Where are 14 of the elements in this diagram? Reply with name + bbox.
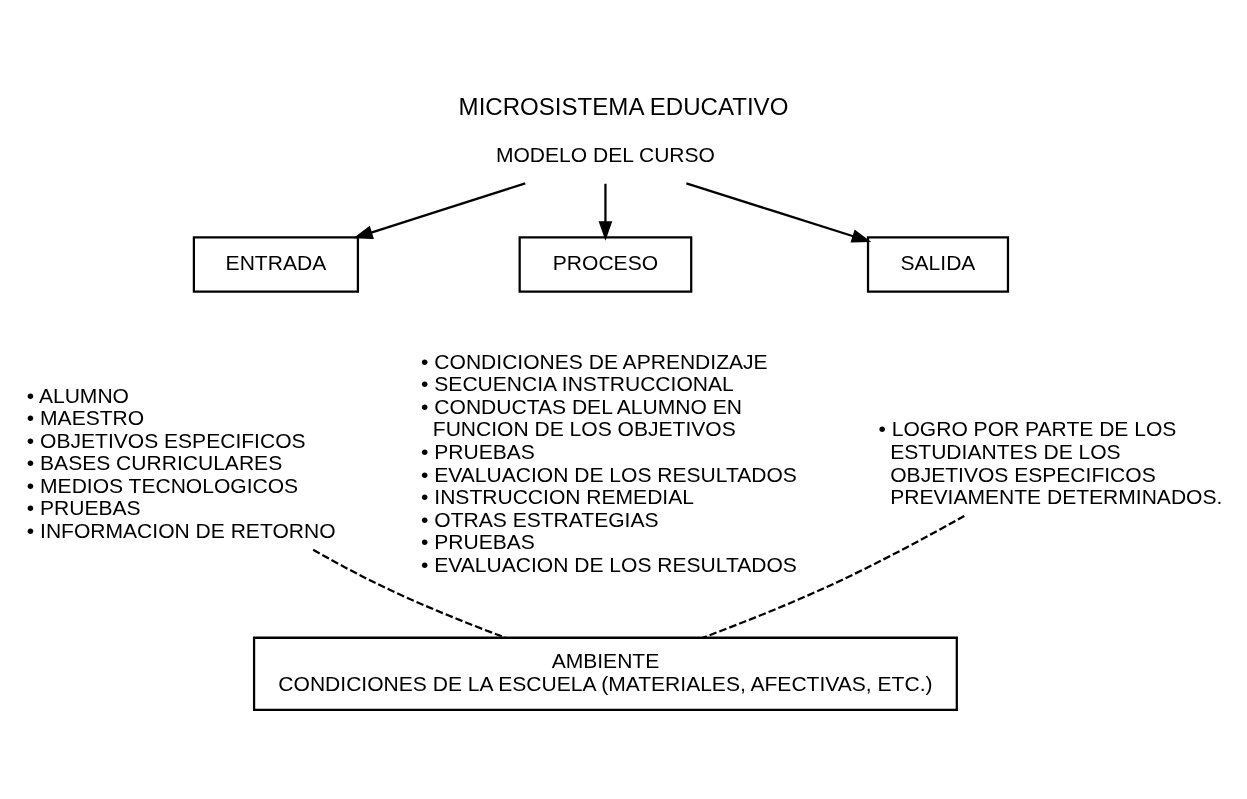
arrow: [598, 183, 613, 241]
node-box: SALIDA: [866, 235, 1010, 293]
connector: [702, 514, 965, 639]
node-text: MODELO DEL CURSO: [495, 142, 715, 166]
node-text: • CONDICIONES DE APRENDIZAJE • SECUENCIA INSTRUCCIONAL • CONDUCTAS DEL ALUMNO EN FUNCION DE LOS OBJETIVOS • PRUEBAS • EVALUACION DE LOS RESULTADOS • INSTRUCCION REMEDIAL • OTRAS ESTRATEGIAS • PRUEBAS • EVALUACION DE LOS RESULTADOS: [421, 349, 797, 576]
diagram-title: MICROSISTEMA EDUCATIVO: [458, 92, 789, 120]
arrow: [353, 181, 526, 239]
arrow: [686, 181, 872, 243]
connector: [312, 548, 506, 639]
node-text: • ALUMNO • MAESTRO • OBJETIVOS ESPECIFICOS • BASES CURRICULARES • MEDIOS TECNOLOGICOS • PRUEBAS • INFORMACION DE RETORNO: [26, 383, 336, 542]
node-text: • LOGRO POR PARTE DE LOS ESTUDIANTES DE LOS OBJETIVOS ESPECIFICOS PREVIAMENTE DETERMINADOS.: [878, 416, 1223, 508]
node-box: ENTRADA: [192, 235, 360, 293]
node-box: AMBIENTE CONDICIONES DE LA ESCUELA (MATERIALES, AFECTIVAS, ETC.): [252, 636, 958, 711]
node-box: PROCESO: [518, 235, 693, 293]
